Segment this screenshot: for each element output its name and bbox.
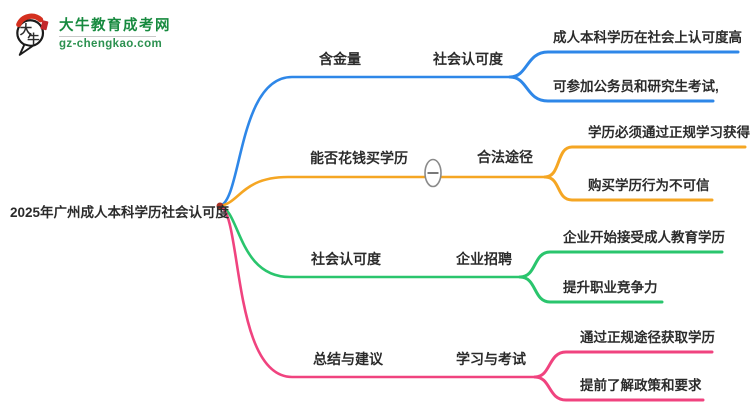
site-logo[interactable]: 大 牛 大牛教育成考网 gz-chengkao.com [14,10,171,58]
node-social-recognition-2[interactable]: 社会认可度 [310,251,382,267]
node-legal-channels[interactable]: 合法途径 [477,149,533,165]
branch3-leaf1-line [518,250,724,279]
logo-char-2: 牛 [27,32,39,47]
logo-url: gz-chengkao.com [59,38,163,51]
logo-title: 大牛教育成考网 [59,17,171,34]
branch-summary-advice: 总结与建议 学习与考试 通过正规途径获取学历 提前了解政策和要求 [219,204,715,402]
node-summary-advice[interactable]: 总结与建议 [313,351,384,367]
leaf-buying-untrustworthy[interactable]: 购买学历行为不可信 [588,177,710,193]
leaf-obtain-via-formal-channels[interactable]: 通过正规途径获取学历 [580,329,715,345]
logo-red-seal [40,20,49,31]
logo-red-arc [16,13,44,28]
branch4-leaf1-line [533,350,714,379]
branch-gold-content: 含金量 社会认可度 成人本科学历在社会上认可度高 可参加公务员和研究生考试, [219,29,742,208]
leaf-formal-study-required[interactable]: 学历必须通过正规学习获得 [588,124,750,140]
branch4-main-line [219,204,535,379]
logo-text-block: 大牛教育成考网 gz-chengkao.com [59,17,171,51]
dainiu-logo-icon: 大 牛 [16,13,49,56]
branch2-main-line [219,175,545,208]
node-study-and-exams[interactable]: 学习与考试 [456,351,526,367]
leaf-companies-accept-degrees[interactable]: 企业开始接受成人教育学历 [562,229,725,245]
branch1-leaf2-line [508,75,715,103]
logo-divider [59,36,156,38]
root-topic[interactable]: 2025年广州成人本科学历社会认可度 [10,204,230,220]
node-gold-content[interactable]: 含金量 [319,51,361,67]
leaf-high-recognition[interactable]: 成人本科学历在社会上认可度高 [553,29,742,45]
node-corporate-recruiting[interactable]: 企业招聘 [455,251,512,267]
branch2-leaf1-line [543,145,747,179]
node-can-buy-degree[interactable]: 能否花钱买学历 [310,150,408,166]
leaf-know-policies-early[interactable]: 提前了解政策和要求 [580,377,702,393]
leaf-civil-service-exams[interactable]: 可参加公务员和研究生考试, [553,78,719,94]
leaf-career-competitiveness[interactable]: 提升职业竞争力 [563,279,658,295]
branch1-main-line [219,75,510,208]
branch3-leaf2-line [518,275,664,304]
branch-social-recognition: 社会认可度 企业招聘 企业开始接受成人教育学历 提升职业竞争力 [219,204,725,304]
branch1-leaf1-line [508,50,740,79]
branch4-leaf2-line [533,375,705,402]
collapse-button[interactable] [424,158,442,188]
branch-buy-degree: 能否花钱买学历 合法途径 学历必须通过正规学习获得 购买学历行为不可信 [219,124,750,208]
branch2-leaf2-line [543,175,714,202]
logo-bubble-tail [18,43,33,56]
branch3-main-line [219,204,520,279]
node-social-recognition-1[interactable]: 社会认可度 [432,51,504,67]
root-node-dot [216,202,224,210]
logo-char-1: 大 [20,22,33,37]
